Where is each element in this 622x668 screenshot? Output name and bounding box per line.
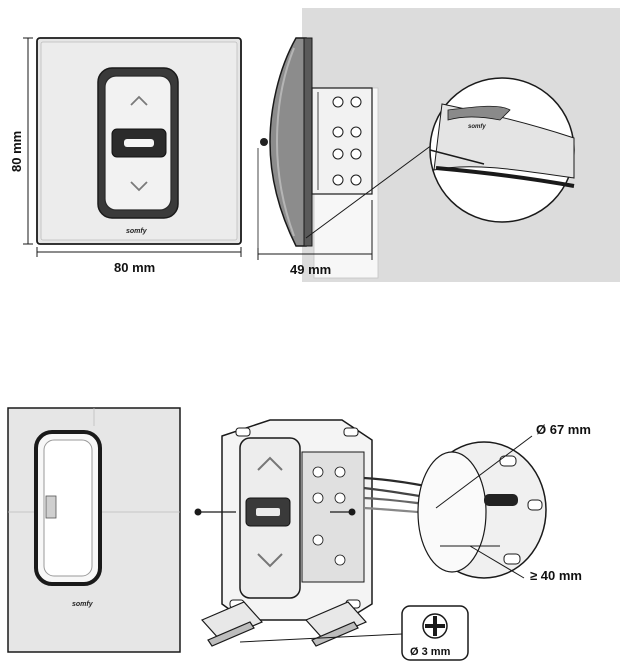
knockout [499,455,517,467]
terminal [334,466,346,478]
right-screw-head [348,508,356,516]
terminal [312,492,324,504]
chevron-down-icon [130,181,148,192]
stop-button-led [124,139,154,147]
box-depth-label: ≥ 40 mm [530,568,582,583]
knockout [503,553,521,565]
front-brand-logo: somfy [126,228,148,235]
screwdriver-leader-line [239,633,403,643]
terminal-screw [350,126,362,138]
phillips-screwdriver-icon [422,613,448,639]
zoom-detail: somfy [429,77,575,223]
frame-slots [229,427,361,609]
terminal [312,466,324,478]
terminal-screw [350,96,362,108]
fixing-clips [200,601,368,647]
frame-slot [235,427,251,437]
box-depth-leader-line [469,545,525,579]
junction-box [417,441,547,579]
front-height-label: 80 mm [9,131,24,172]
terminal-screw [332,96,344,108]
zoom-leader-line [305,141,437,239]
terminal-screw [350,148,362,160]
terminal-screw [332,174,344,186]
front-width-label: 80 mm [114,260,155,275]
module-stop-led [256,508,280,516]
installation-view: Ø 67 mm ≥ 40 mm Ø 3 mm [194,419,591,661]
electronics-block [301,451,365,583]
plate-brand-logo: somfy [72,601,94,608]
zoom-gap-line [435,166,575,188]
junction-box-opening [417,451,487,573]
box-diameter-label: Ø 67 mm [536,422,591,437]
terminal-screw [332,148,344,160]
fixing-clip [200,601,264,641]
terminal [312,534,324,546]
side-cover-highlight [275,47,295,237]
side-depth-label: 49 mm [290,262,331,277]
cover-plate-view: somfy [7,407,181,653]
terminal-screws [332,96,362,186]
module-chevron-down-icon [257,553,283,568]
terminal-screw [332,126,344,138]
electronics-terminals [312,466,346,566]
fixing-clip-edge [311,621,359,647]
plate-clip [45,495,57,519]
side-cover-back [303,37,313,247]
junction-box-knockouts [499,455,543,565]
plate-opening-inner [43,439,93,577]
terminal [334,492,346,504]
frame-slot [343,427,359,437]
side-button-nub [260,138,268,146]
fixing-clip-edge [207,621,255,647]
fixing-clip [304,601,368,641]
diameter-leader-line [435,435,533,509]
side-cover [269,37,307,247]
module-chevron-up-icon [257,456,283,471]
side-view: 49 mm somfy [257,8,620,282]
zoom-screwdriver-tip [429,149,485,165]
screwdriver-size-label: Ø 3 mm [410,646,451,658]
cable-gland [484,494,518,506]
knockout [527,499,543,511]
terminal-screw [350,174,362,186]
left-screw-head [194,508,202,516]
chevron-up-icon [130,95,148,106]
zoom-release-slot [447,105,511,121]
terminal [334,554,346,566]
zoom-brand-logo: somfy [468,124,486,130]
front-view: somfy 80 mm 80 mm [9,37,242,275]
